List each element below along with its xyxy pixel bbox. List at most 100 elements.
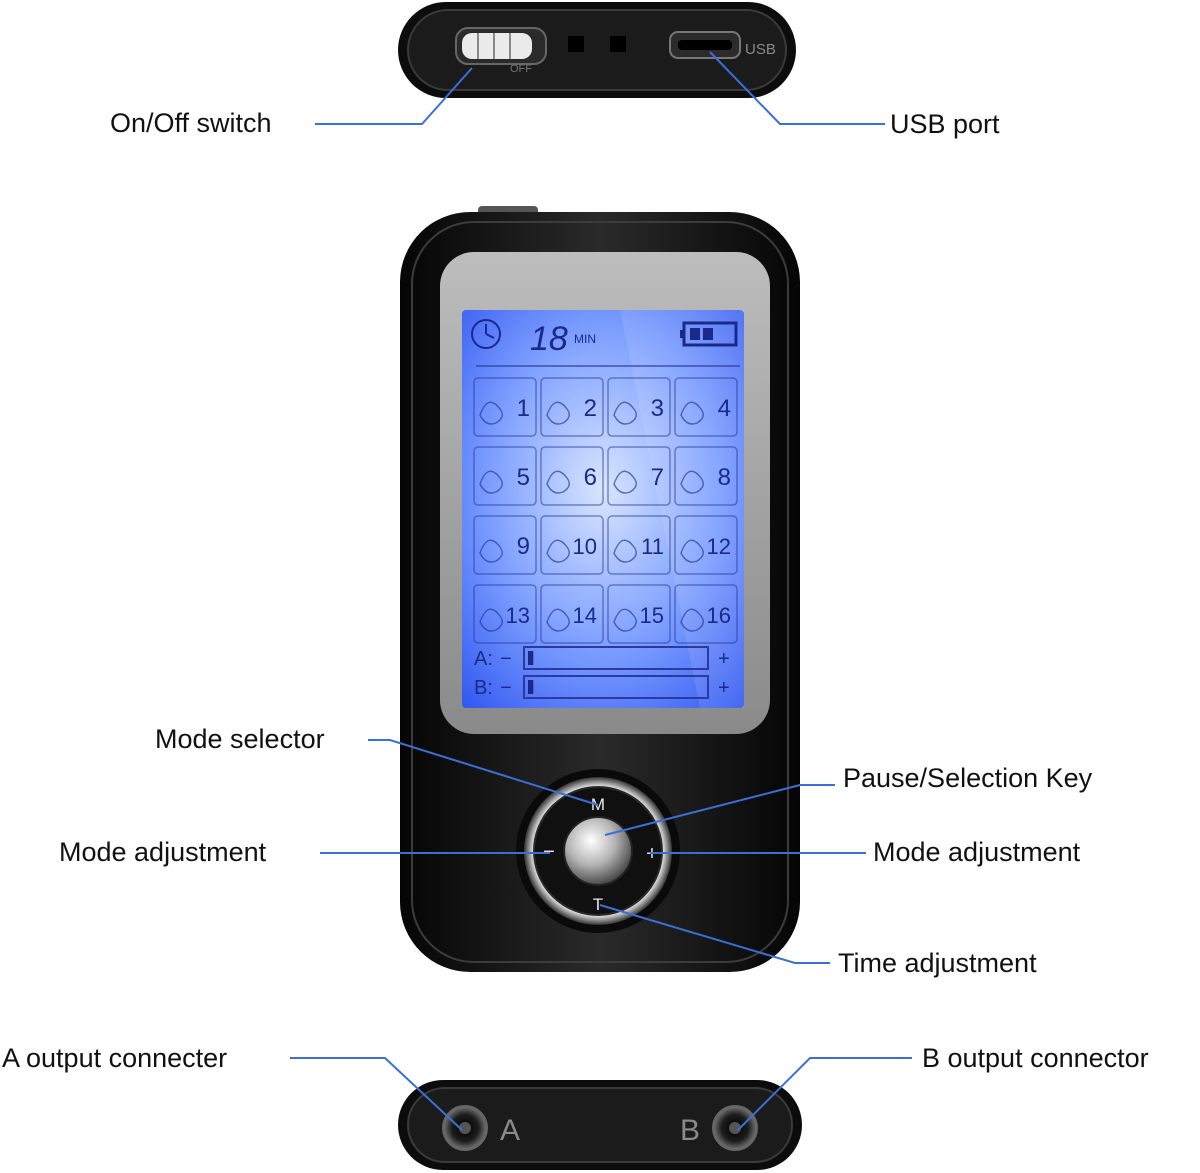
body-part-icon — [613, 470, 637, 494]
body-part-icon — [546, 608, 570, 632]
indicator-slot-right — [610, 36, 626, 52]
top-edge-view: OFF USB — [398, 2, 796, 98]
label-mode-adjustment-right: Mode adjustment — [873, 837, 1081, 867]
switch-off-text: OFF — [510, 63, 532, 75]
body-part-icon — [680, 539, 704, 563]
channel-b-minus: − — [500, 677, 512, 699]
mode-number: 10 — [573, 534, 597, 559]
mode-cell-frame — [607, 515, 671, 575]
label-pause-selection-key: Pause/Selection Key — [843, 763, 1093, 793]
body-part-icon — [546, 470, 570, 494]
mode-number: 12 — [707, 534, 731, 559]
leader-time-adjust — [599, 904, 830, 964]
body-part-icon — [479, 401, 503, 425]
mode-cell: 12 — [674, 515, 738, 575]
mode-cell-frame — [473, 584, 537, 644]
mode-cell: 15 — [607, 584, 671, 644]
body-part-icon — [613, 608, 637, 632]
body-part-icon — [680, 470, 704, 494]
power-switch[interactable] — [455, 27, 547, 65]
mode-cell: 5 — [473, 446, 537, 506]
mode-number: 9 — [517, 533, 530, 560]
mode-cell: 4 — [674, 377, 738, 437]
body-part-icon — [680, 608, 704, 632]
leader-usb — [709, 51, 885, 125]
port-a-text: A — [500, 1114, 520, 1147]
body-part-icon — [613, 401, 637, 425]
channel-b-bar — [523, 675, 709, 699]
usb-text: USB — [745, 41, 776, 58]
channel-b-label: B: — [474, 677, 493, 699]
usb-port[interactable] — [669, 31, 741, 59]
jack-a-pin — [459, 1122, 471, 1134]
mode-number: 14 — [573, 603, 597, 628]
mode-cell: 16 — [674, 584, 738, 644]
mode-cell-frame — [540, 377, 604, 437]
mode-cell: 1 — [473, 377, 537, 437]
mode-cell: 7 — [607, 446, 671, 506]
mode-cell: 6 — [540, 446, 604, 506]
indicator-slot-left — [568, 36, 584, 52]
jack-b-pin — [729, 1122, 741, 1134]
mode-number: 2 — [584, 395, 597, 422]
mode-cell: 13 — [473, 584, 537, 644]
mode-cell: 10 — [540, 515, 604, 575]
mode-cell-frame — [473, 446, 537, 506]
label-on-off-switch: On/Off switch — [110, 108, 272, 138]
mode-cell: 3 — [607, 377, 671, 437]
mode-cell-frame — [540, 446, 604, 506]
leader-pause-selection — [604, 784, 835, 836]
body-part-icon — [479, 539, 503, 563]
clock-icon — [471, 319, 501, 349]
device-edge — [411, 221, 789, 963]
mode-cell: 11 — [607, 515, 671, 575]
mode-cell-frame — [473, 377, 537, 437]
mode-cell: 9 — [473, 515, 537, 575]
mode-cell-frame — [607, 446, 671, 506]
mode-number: 6 — [584, 464, 597, 491]
mode-number: 8 — [718, 464, 731, 491]
mode-cell-frame — [674, 446, 738, 506]
label-usb-port: USB port — [890, 109, 1000, 139]
label-b-output-connector: B output connector — [922, 1043, 1149, 1073]
port-b-text: B — [680, 1114, 700, 1147]
pause-selection-knob[interactable] — [563, 816, 633, 886]
body-part-icon — [479, 470, 503, 494]
mode-number: 5 — [517, 464, 530, 491]
body-part-icon — [546, 539, 570, 563]
channel-a-plus: + — [718, 648, 730, 670]
body-part-icon — [479, 608, 503, 632]
body-part-icon — [680, 401, 704, 425]
mode-cell-frame — [674, 377, 738, 437]
bottom-edge-panel — [407, 1087, 793, 1163]
leader-a-output — [290, 1057, 463, 1131]
label-mode-selector: Mode selector — [155, 724, 325, 754]
mode-number: 11 — [641, 534, 664, 559]
channel-a-minus: − — [500, 648, 512, 670]
leader-on-off — [315, 67, 473, 125]
battery-icon — [680, 321, 738, 347]
mode-number: 1 — [517, 395, 530, 422]
mode-number: 15 — [640, 603, 664, 628]
mode-cell-frame — [607, 377, 671, 437]
mode-cell: 14 — [540, 584, 604, 644]
mode-cell-frame — [473, 515, 537, 575]
timer-value: 18 — [530, 320, 568, 358]
key-time-t[interactable]: T — [593, 895, 603, 914]
lcd-glare — [620, 310, 744, 708]
mode-cell-frame — [540, 584, 604, 644]
mode-cell-frame — [674, 584, 738, 644]
mode-cell: 2 — [540, 377, 604, 437]
mode-cell-frame — [674, 515, 738, 575]
mode-number: 3 — [651, 395, 664, 422]
channel-a-bar — [523, 646, 709, 670]
mode-cell-frame — [540, 515, 604, 575]
label-time-adjustment: Time adjustment — [838, 948, 1037, 978]
mode-number: 16 — [707, 603, 731, 628]
timer-unit: MIN — [574, 332, 596, 346]
mode-number: 13 — [506, 603, 530, 628]
channel-b-level — [528, 680, 534, 694]
